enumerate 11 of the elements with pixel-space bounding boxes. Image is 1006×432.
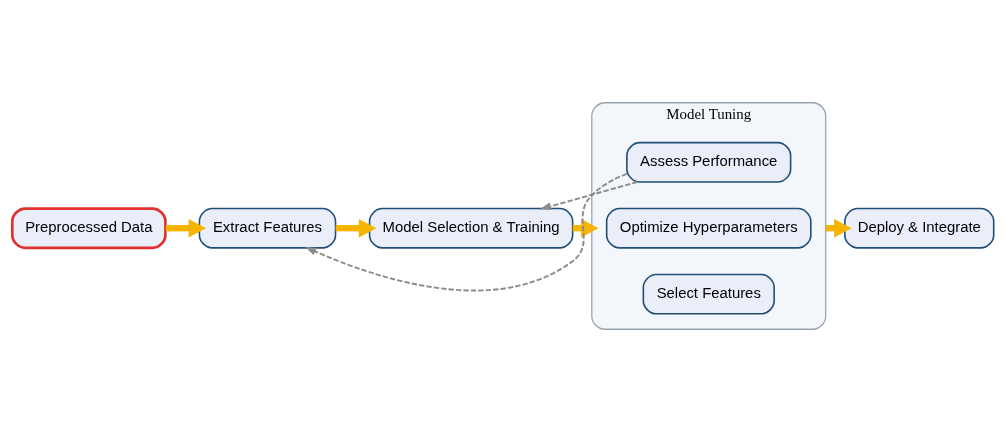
- arrow: [305, 172, 628, 292]
- node-box: Model Selection & Training: [368, 207, 574, 249]
- arrow: [165, 219, 207, 238]
- node-box: Optimize Hyperparameters: [605, 207, 812, 249]
- node-box: Extract Features: [198, 207, 337, 249]
- arrow: [539, 181, 639, 211]
- arrow: [335, 219, 377, 238]
- node-box: Select Features: [642, 273, 775, 315]
- node-box: Preprocessed Data: [10, 207, 167, 250]
- node-box: Deploy & Integrate: [844, 207, 995, 249]
- node-box: Assess Performance: [626, 141, 792, 183]
